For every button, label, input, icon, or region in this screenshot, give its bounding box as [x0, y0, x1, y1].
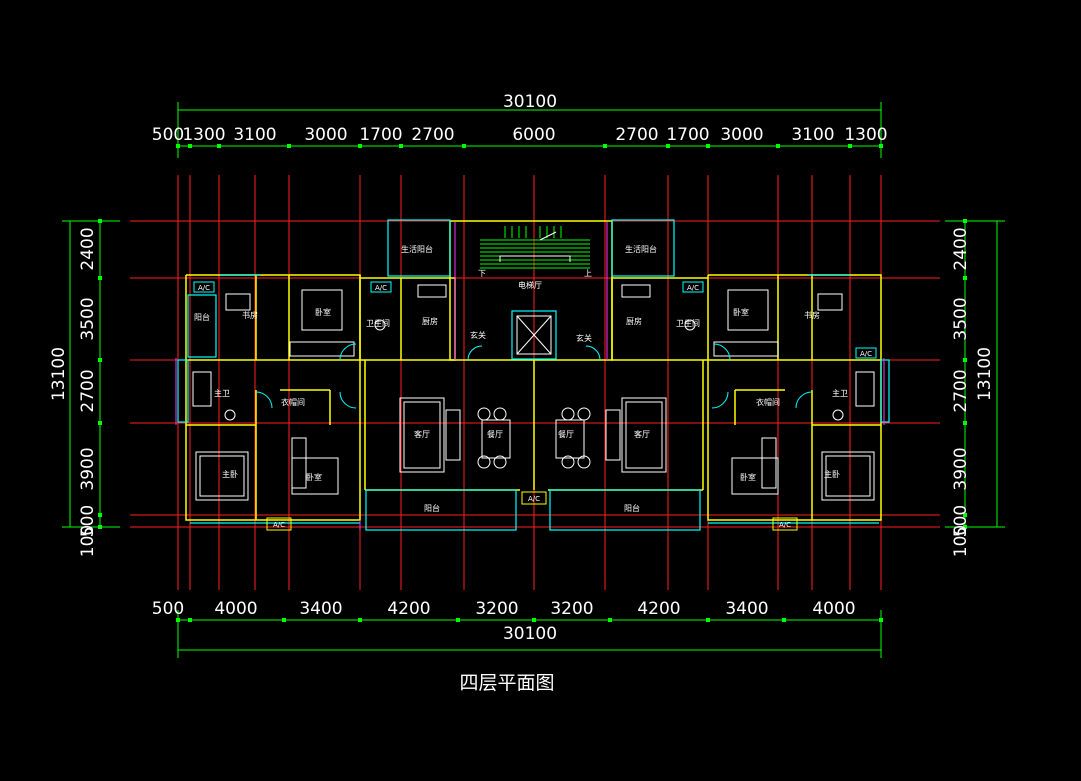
- room-bedroom-sl: 卧室: [306, 472, 322, 482]
- room-living-balcony-left: 生活阳台: [401, 244, 433, 254]
- dim-right-total: 13100: [975, 347, 995, 401]
- ac-tag: A/C: [528, 495, 540, 503]
- room-bath-nl: 卫生间: [366, 318, 390, 328]
- room-bedroom-sr: 卧室: [740, 472, 756, 482]
- dim-top-segments: 500 1300 3100 3000 1700 2700 6000 2700 1…: [152, 125, 888, 145]
- room-living-right: 客厅: [634, 429, 650, 439]
- dim-top-seg: 3100: [791, 125, 834, 145]
- dim-left-seg: 2400: [78, 227, 98, 270]
- room-foyer-right: 玄关: [576, 333, 592, 343]
- stair-up-label: 上: [584, 269, 592, 278]
- room-master-bath-left: 主卫: [214, 388, 230, 398]
- door-swings: [255, 343, 813, 409]
- dim-top-seg: 1300: [182, 125, 225, 145]
- room-master-right: 主卧: [824, 469, 840, 479]
- room-bedroom-nr: 卧室: [733, 307, 749, 317]
- dim-right-seg: 3500: [951, 297, 971, 340]
- dim-bottom-seg: 4200: [387, 599, 430, 619]
- dim-bottom-seg: 500: [152, 599, 184, 619]
- ac-tags: A/C A/C A/C A/C A/C A/C A/C: [193, 281, 877, 531]
- dim-left-seg: 3900: [78, 447, 98, 490]
- dim-bottom-segments: 500 4000 3400 4200 3200 3200 4200 3400 4…: [152, 599, 856, 619]
- room-kitchen-left: 厨房: [422, 316, 438, 326]
- dim-top-seg: 1300: [844, 125, 887, 145]
- dim-bottom-seg: 3200: [550, 599, 593, 619]
- room-master-left: 主卧: [222, 469, 238, 479]
- drawing-title: 四层平面图: [459, 672, 554, 694]
- furniture: [192, 284, 875, 501]
- ac-tag: A/C: [860, 350, 872, 358]
- room-study-right: 书房: [804, 310, 820, 320]
- dim-left-total: 13100: [49, 347, 69, 401]
- windows: [177, 219, 890, 531]
- dim-left-seg: 2700: [78, 369, 98, 412]
- dim-top-seg: 1700: [666, 125, 709, 145]
- dimension-ticks: [98, 144, 967, 622]
- dimension-lines: [62, 102, 1005, 658]
- dim-bottom-total: 30100: [503, 624, 557, 644]
- dim-bottom-seg: 3200: [475, 599, 518, 619]
- dim-right-seg: 2700: [951, 369, 971, 412]
- room-dining-left: 餐厅: [487, 430, 503, 439]
- dim-top-seg: 3000: [720, 125, 763, 145]
- dim-left-seg: 500: [78, 505, 98, 537]
- staircase: [480, 226, 590, 269]
- dim-top-seg: 1700: [359, 125, 402, 145]
- room-closet-left: 衣帽间: [281, 397, 305, 407]
- axis-grid: [130, 175, 940, 590]
- dim-right-seg: 2400: [951, 227, 971, 270]
- room-balcony-sl: 阳台: [424, 503, 440, 513]
- dim-left-seg: 3500: [78, 297, 98, 340]
- room-labels: 生活阳台 生活阳台 电梯厅 下 上 书房 书房 卧室 卧室 卫生间 卫生间 厨房…: [194, 244, 848, 513]
- dim-bottom-seg: 4000: [812, 599, 855, 619]
- stair-down-label: 下: [478, 269, 486, 278]
- room-balcony-wl: 阳台: [194, 312, 210, 322]
- dim-right-segments: 2400 3500 2700 3900 500 100: [951, 227, 971, 557]
- room-kitchen-right: 厨房: [626, 316, 642, 326]
- dim-top-seg: 3100: [233, 125, 276, 145]
- accent-lines: [175, 222, 885, 530]
- stair-landing: [499, 231, 571, 262]
- room-balcony-sr: 阳台: [624, 503, 640, 513]
- ac-tag: A/C: [375, 284, 387, 292]
- dim-right-seg: 500: [951, 505, 971, 537]
- room-master-bath-right: 主卫: [832, 388, 848, 398]
- room-bedroom-nl: 卧室: [315, 307, 331, 317]
- dim-top-seg: 6000: [512, 125, 555, 145]
- room-elevator-hall: 电梯厅: [518, 280, 542, 290]
- dim-top-seg: 3000: [304, 125, 347, 145]
- dim-top-seg: 500: [152, 125, 184, 145]
- dim-right-seg: 3900: [951, 447, 971, 490]
- room-living-balcony-right: 生活阳台: [625, 244, 657, 254]
- room-bath-nr: 卫生间: [676, 318, 700, 328]
- room-closet-right: 衣帽间: [756, 397, 780, 407]
- room-living-left: 客厅: [414, 429, 430, 439]
- elevator: [516, 315, 552, 355]
- ac-tag: A/C: [779, 521, 791, 529]
- room-foyer-left: 玄关: [470, 330, 486, 340]
- dim-bottom-seg: 3400: [299, 599, 342, 619]
- dim-top-seg: 2700: [615, 125, 658, 145]
- dim-bottom-seg: 3400: [725, 599, 768, 619]
- dim-right-seg: 100: [951, 525, 971, 557]
- dim-bottom-seg: 4000: [214, 599, 257, 619]
- ac-tag: A/C: [273, 521, 285, 529]
- dim-top-seg: 2700: [411, 125, 454, 145]
- ac-tag: A/C: [687, 284, 699, 292]
- dim-left-segments: 2400 3500 2700 3900 500 100: [78, 227, 98, 557]
- room-study-left: 书房: [242, 310, 258, 320]
- dim-bottom-seg: 4200: [637, 599, 680, 619]
- dim-left-seg: 100: [78, 525, 98, 557]
- dim-top-total: 30100: [503, 92, 557, 112]
- room-dining-right: 餐厅: [558, 430, 574, 439]
- ac-tag: A/C: [198, 284, 210, 292]
